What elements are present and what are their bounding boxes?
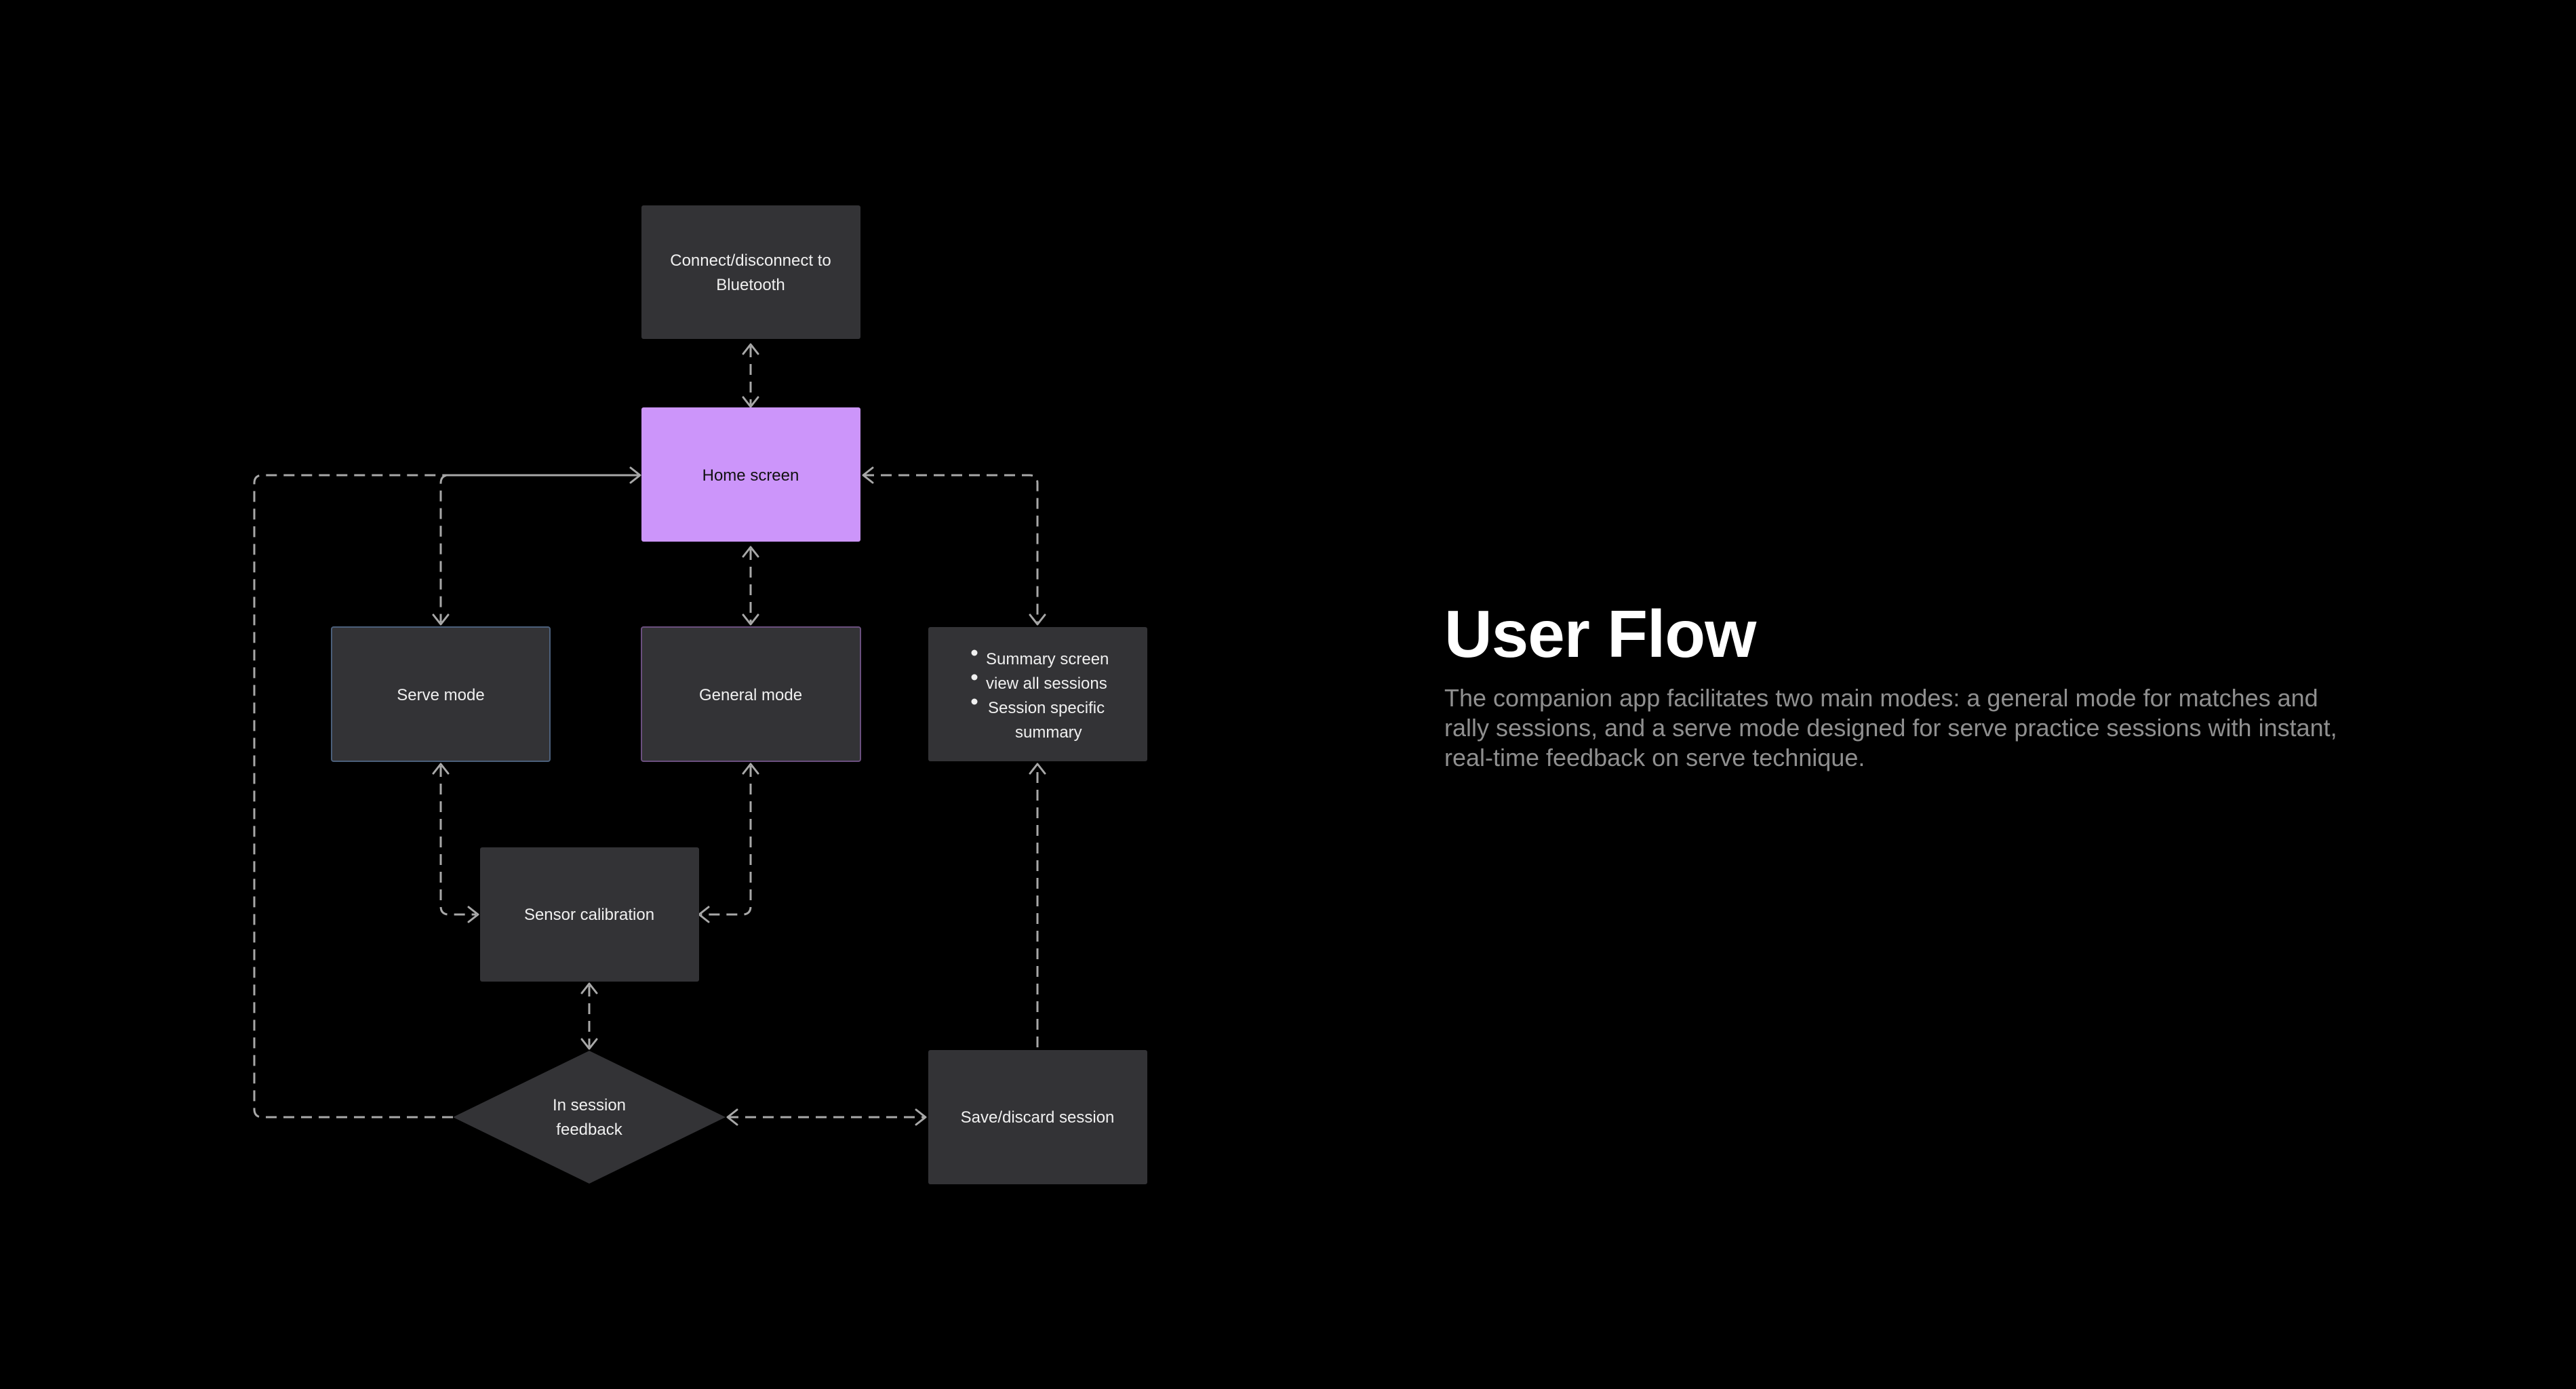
page-description: The companion app facilitates two main m… (1444, 683, 2337, 771)
arrowhead-left (862, 466, 874, 484)
node-label: feedback (556, 1121, 622, 1139)
connector-feedback-home (253, 474, 638, 1119)
node-label: Home screen (702, 466, 799, 485)
arrowhead-up (432, 763, 450, 775)
arrowhead-left (698, 906, 710, 923)
node-home-screen[interactable]: Home screen (641, 407, 860, 542)
arrowhead-down (742, 396, 759, 408)
summary-bullet: Session specific (988, 699, 1105, 717)
bullet-dot (971, 674, 978, 681)
node-label: Connect/disconnect to (670, 251, 831, 270)
node-label: Serve mode (397, 686, 484, 704)
arrowhead-down (580, 1038, 598, 1050)
summary-bullet: Summary screen (986, 650, 1109, 668)
summary-bullet: view all sessions (986, 675, 1107, 693)
node-in-session-feedback[interactable]: In session feedback (453, 1051, 726, 1184)
connectors (253, 343, 1046, 1126)
node-bluetooth[interactable]: Connect/disconnect to Bluetooth (641, 205, 860, 339)
connector-serve-sensor (439, 766, 476, 916)
node-label: Sensor calibration (524, 906, 654, 924)
connector-general-sensor (701, 766, 752, 916)
node-serve-mode[interactable]: Serve mode (331, 626, 551, 762)
arrowhead-left (726, 1108, 738, 1126)
node-label: Save/discard session (961, 1108, 1115, 1127)
arrowhead-up (580, 982, 598, 994)
summary-bullet-continuation: summary (1015, 723, 1082, 742)
bullet-dot (971, 698, 978, 705)
arrowhead-up (742, 343, 759, 355)
bullet-dot (971, 649, 978, 656)
connector-home-summary (863, 474, 1039, 622)
page-title: User Flow (1444, 597, 1756, 671)
node-general-mode[interactable]: General mode (641, 626, 861, 762)
arrowhead-down (742, 613, 759, 626)
arrowhead-down (432, 613, 450, 626)
node-summary-screen[interactable]: Summary screen view all sessions Session… (928, 627, 1147, 761)
arrowhead-right (629, 466, 641, 484)
arrowhead-up (742, 546, 759, 558)
arrowhead-down (1029, 613, 1046, 626)
node-label: In session (553, 1096, 626, 1114)
node-save-discard-session[interactable]: Save/discard session (928, 1050, 1147, 1184)
node-sensor-calibration[interactable]: Sensor calibration (480, 847, 699, 982)
arrowhead-right (467, 906, 479, 923)
arrowhead-right (915, 1108, 927, 1126)
arrowhead-up (1029, 763, 1046, 775)
arrowhead-up (742, 763, 759, 775)
node-label: Bluetooth (716, 276, 785, 294)
user-flow-text-panel: User Flow The companion app facilitates … (1444, 597, 2353, 773)
node-label: General mode (699, 686, 802, 704)
connector-home-serve (439, 474, 640, 622)
